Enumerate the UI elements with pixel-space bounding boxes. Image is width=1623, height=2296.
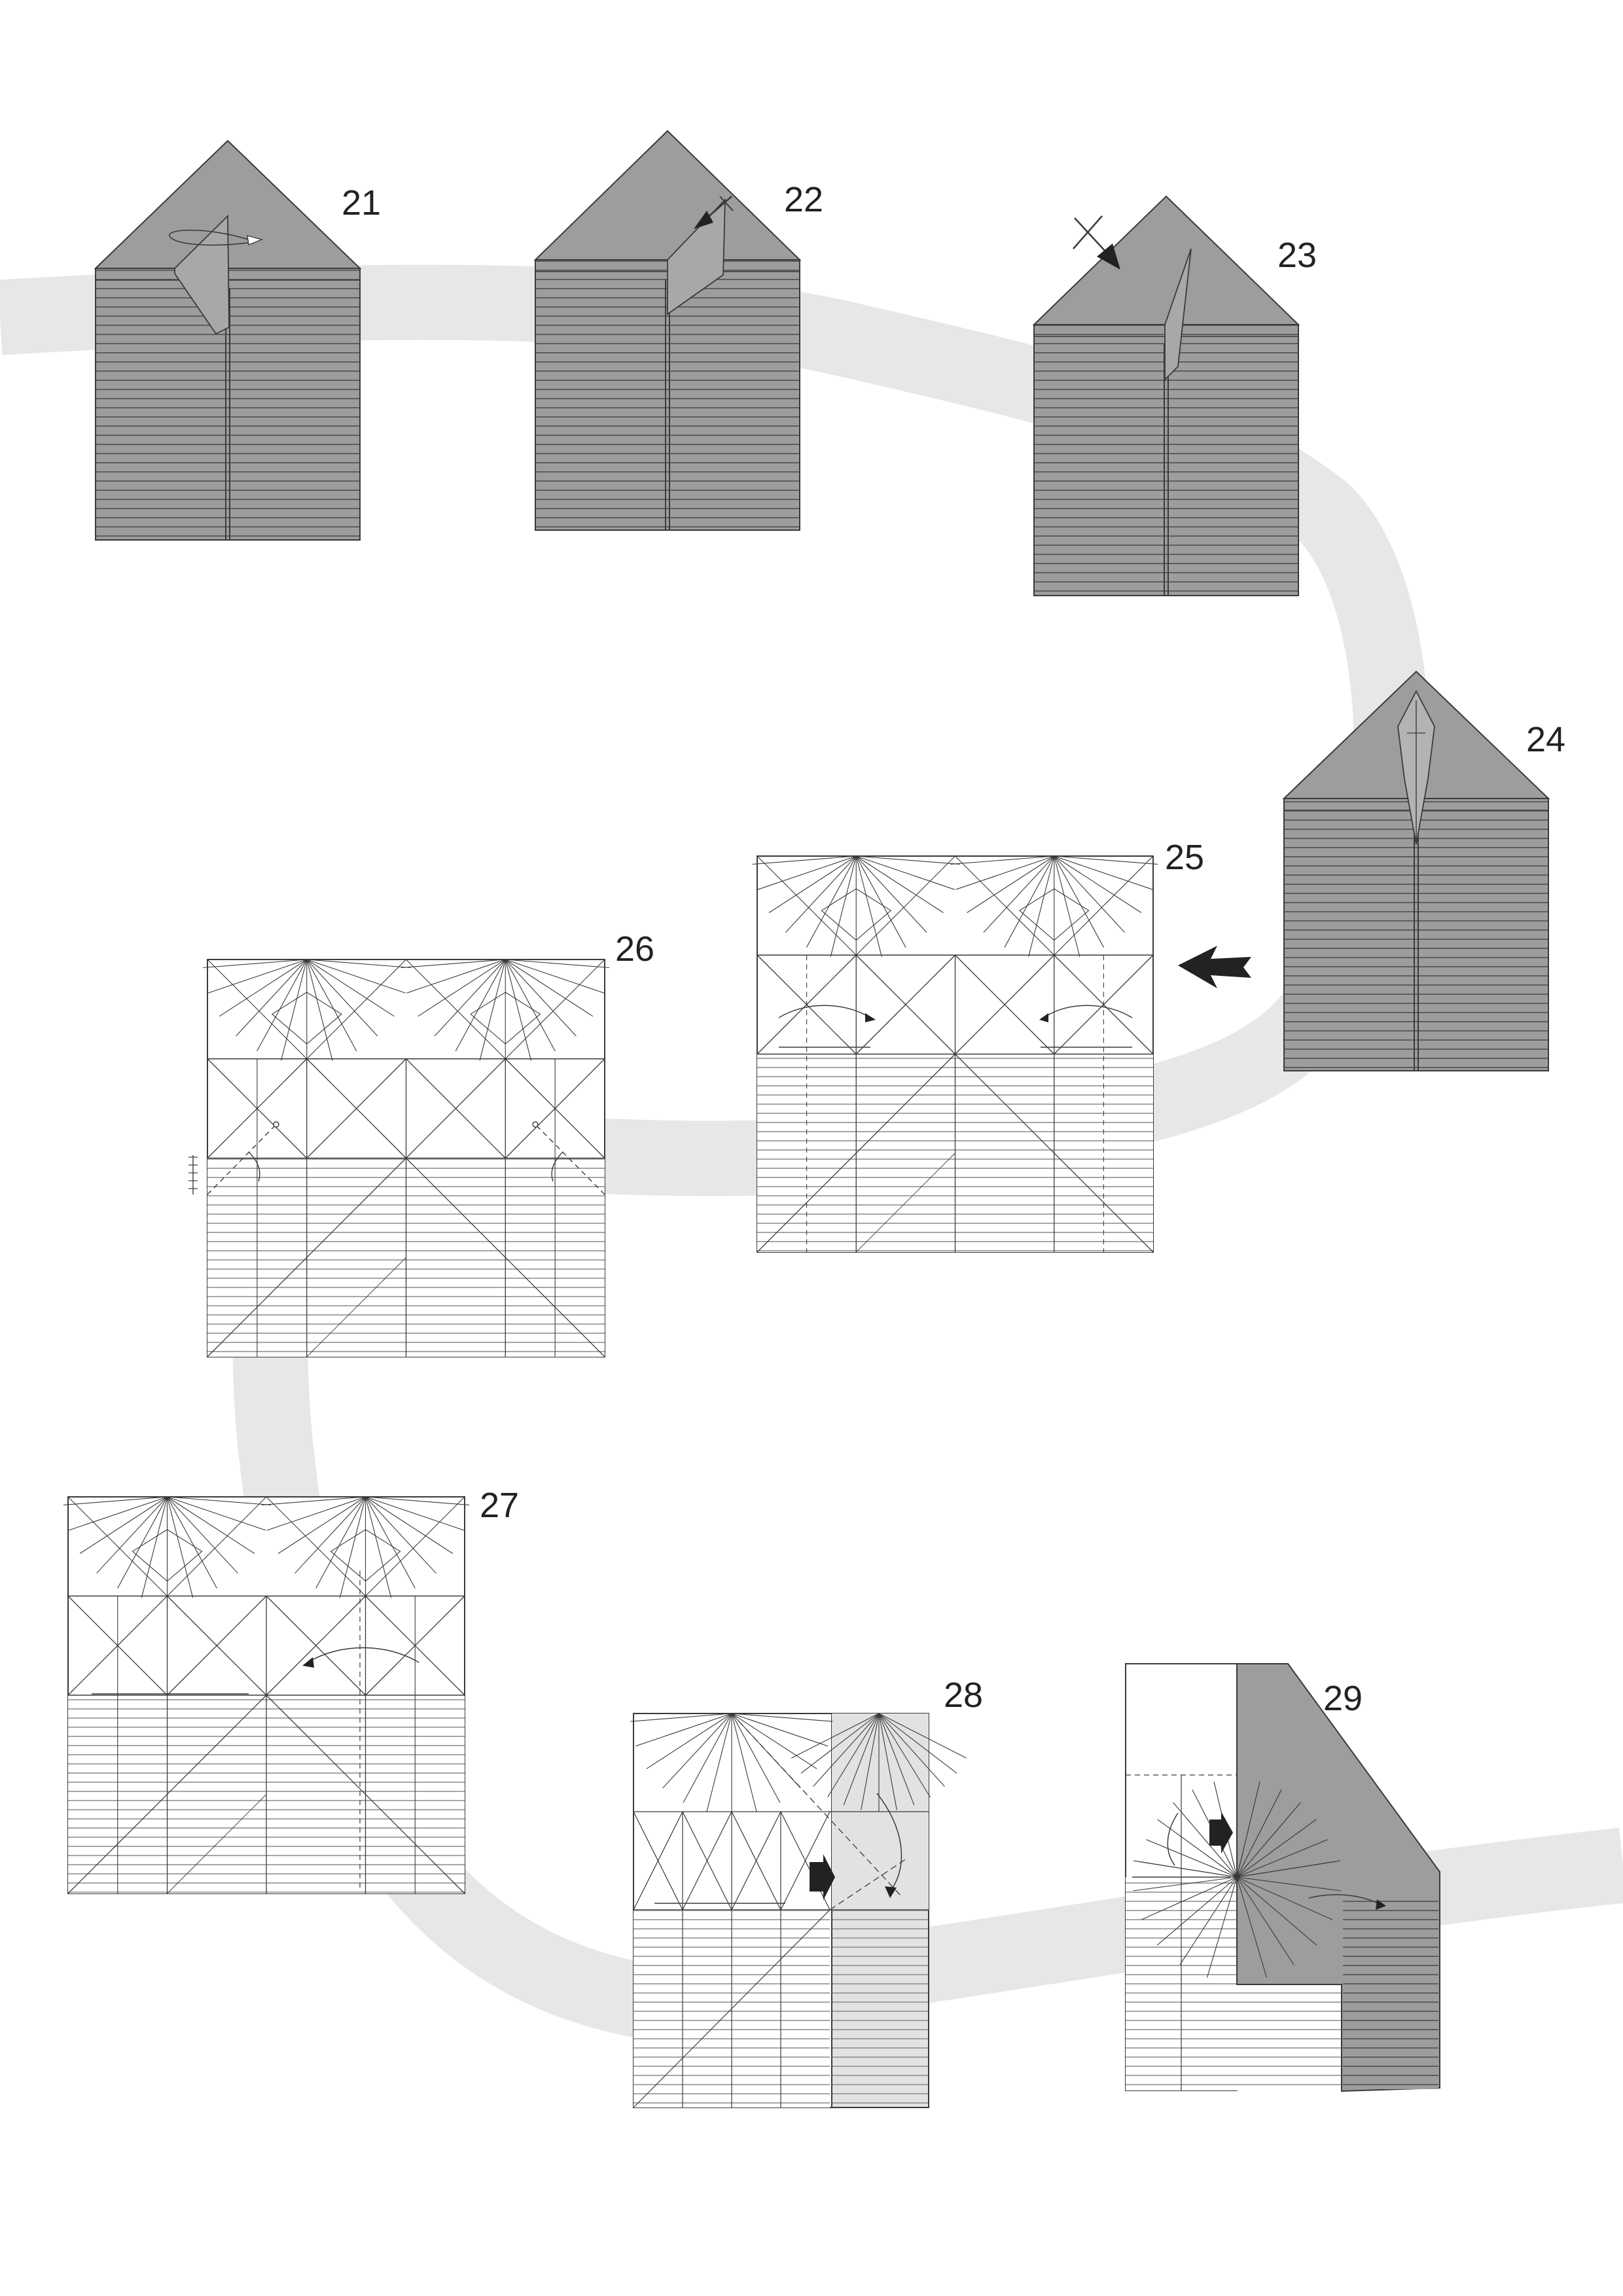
fold-arrow-left: [778, 1005, 871, 1018]
step-number-23: 23: [1277, 236, 1317, 275]
step-number-27: 27: [480, 1486, 519, 1525]
step-26-crease-pattern: [188, 959, 610, 1357]
fold-arrow: [307, 1647, 419, 1663]
step-24-inner-lines: [1407, 700, 1425, 844]
step-22-model: [533, 130, 802, 531]
step-23-model: [1032, 195, 1300, 596]
fold-arrow-left: [1167, 1812, 1179, 1866]
step-29-model: [1125, 1663, 1440, 2092]
step-28-model: [630, 1713, 967, 2108]
fold-arrow-right: [551, 1151, 563, 1182]
step-number-28: 28: [944, 1676, 983, 1715]
step-22-push-arrow: [694, 196, 734, 229]
roof: [533, 130, 802, 260]
fold-arrow-left: [248, 1151, 260, 1182]
step-27-crease-pattern: [63, 1496, 470, 1894]
step-number-29: 29: [1323, 1679, 1363, 1718]
tick-marks: [188, 1155, 198, 1194]
step-25-crease-pattern: [752, 855, 1158, 1253]
roof: [1032, 195, 1300, 325]
step-21-model: [94, 139, 362, 541]
reference-point-left: [273, 1121, 279, 1128]
push-arrow: [810, 1854, 835, 1900]
fold-arrow-right: [1043, 1005, 1133, 1018]
step-number-24: 24: [1526, 720, 1565, 759]
step-23-push-arrow: [1073, 215, 1120, 270]
step-number-25: 25: [1165, 838, 1204, 877]
step-number-26: 26: [615, 929, 654, 969]
flap-pleats: [1343, 1898, 1438, 2089]
pleat-mid: [1237, 1984, 1342, 2090]
step-number-21: 21: [342, 183, 381, 223]
step-number-22: 22: [784, 180, 823, 219]
step-21-turn-arrow: [169, 229, 264, 246]
push-arrow: [1209, 1812, 1233, 1854]
fold-arrow-right: [1308, 1894, 1382, 1905]
reference-point-right: [532, 1121, 539, 1128]
step-25-pointer-arrow: [1178, 946, 1251, 988]
flap: [1164, 248, 1192, 382]
fold-arrow: [876, 1793, 902, 1892]
